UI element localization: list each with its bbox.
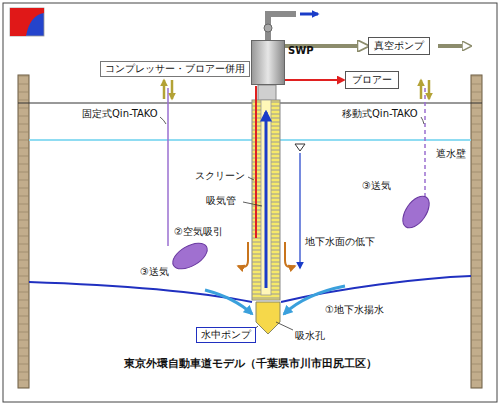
part-label: 遮水壁 [436,148,466,160]
air-arrow [420,80,423,99]
node-text: 水中ポンプ [201,329,251,341]
logo [10,8,44,36]
leader-line [276,322,293,330]
cutoff-wall [18,75,29,388]
air-arrow [428,80,431,99]
blower-box: ブロアー [345,71,399,89]
part-label: 吸気管 [206,195,236,207]
discharge-arrow [300,13,318,16]
leader-line [421,117,424,124]
mobile-qin-tako [397,192,434,233]
node-text: ブロアー [352,74,392,86]
ground-line [18,103,482,104]
fixed-air-line [167,88,169,246]
lowered-water-table [29,276,471,302]
process-label: ③送気 [140,266,169,278]
part-label: スクリーン [195,170,245,182]
air-arrow [171,80,174,99]
equipment-note-box: コンプレッサー・ブロアー併用 [100,61,250,77]
mobile-air-line [424,88,426,202]
leader-line [243,202,262,206]
water-table [29,139,471,141]
suction-pipe [261,100,271,295]
process-label: 地下水面の低下 [305,236,375,248]
part-label: 移動式Qin-TAKO [342,108,418,120]
node-text: 真空ポンプ [374,40,424,52]
air-arrow [163,80,166,99]
caption: 東京外環自動車道モデル（千葉県市川市田尻工区） [124,357,377,370]
swp-unit: SWP [251,40,285,85]
valve [264,24,272,32]
inflow-arrow [205,290,252,314]
fixed-qin-tako [169,238,212,274]
pump-label-box: 水中ポンプ [196,327,256,343]
air-suction-arrow [285,242,295,267]
air-suction-arrow [238,242,248,267]
water-level-mark [295,144,305,151]
flow-arrow [265,112,268,288]
part-label: 固定式Qin-TAKO [82,108,158,120]
process-label: ③送気 [362,180,391,192]
frame [3,3,497,402]
exhaust-arrow [438,44,470,48]
leader-line [248,177,254,180]
unit-name: SWP [288,45,314,57]
process-label: ②空気吸引 [174,226,223,238]
vacuum-pump-box: 真空ポンプ [368,37,430,55]
part-label: 吸水孔 [295,330,325,342]
node-text: コンプレッサー・ブロアー併用 [105,63,245,75]
drawdown-arrow [299,153,300,268]
submersible-pump [256,302,280,334]
process-label: ①地下水揚水 [325,304,384,316]
connector [285,79,344,81]
cutoff-wall [471,75,482,388]
air-line [255,86,257,238]
leader-line [160,117,166,124]
